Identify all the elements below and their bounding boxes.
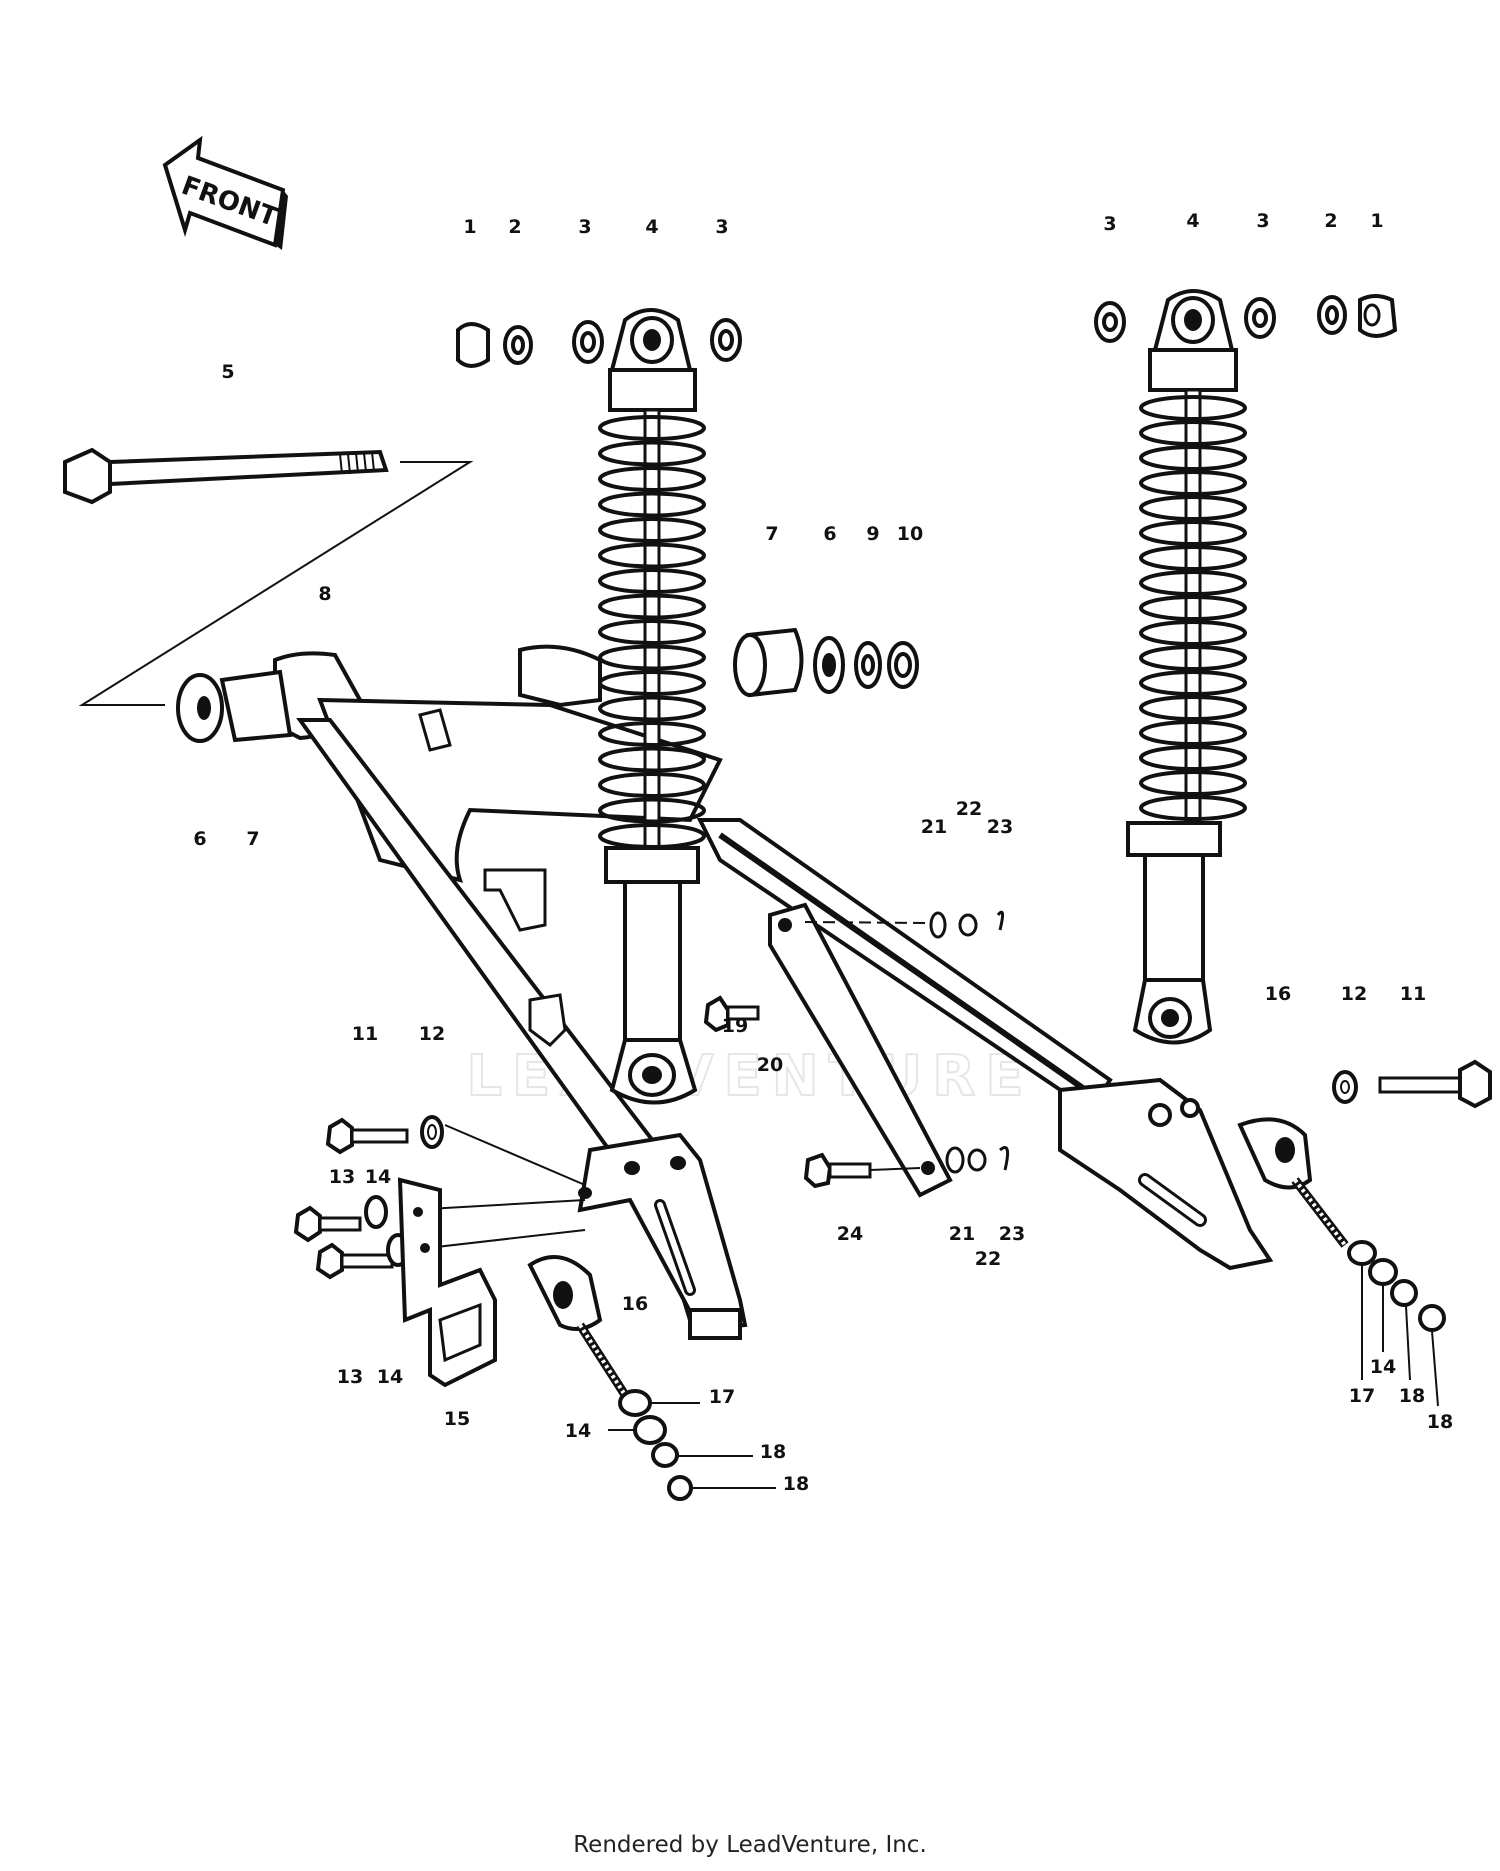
callout-c16b: 16	[1265, 983, 1291, 1005]
callout-c1b: 1	[1370, 210, 1383, 232]
spring-coil	[1139, 645, 1247, 671]
callout-c10: 10	[897, 523, 923, 545]
spring-coil	[1139, 395, 1247, 421]
spring-coil	[1139, 620, 1247, 646]
callout-c4a: 4	[645, 216, 658, 238]
callout-c7a: 7	[246, 828, 259, 850]
spring-coil	[598, 466, 706, 492]
callout-c17a: 17	[709, 1386, 735, 1408]
callout-c7b: 7	[765, 523, 778, 545]
callout-c6a: 6	[193, 828, 206, 850]
callout-c2b: 2	[1324, 210, 1337, 232]
spring-coil	[1139, 770, 1247, 796]
spring-coil	[1139, 795, 1247, 821]
footer-credit: Rendered by LeadVenture, Inc.	[573, 1832, 927, 1858]
callout-c23b: 23	[999, 1223, 1025, 1245]
callout-c5: 5	[221, 361, 234, 383]
callout-c14b: 14	[377, 1366, 403, 1388]
callout-c11b: 11	[1400, 983, 1426, 1005]
callout-c18d: 18	[1427, 1411, 1453, 1433]
torque-link	[703, 902, 1010, 1198]
spring-coil	[598, 670, 706, 696]
callout-c14a: 14	[365, 1166, 391, 1188]
spring-coil	[598, 797, 706, 824]
callout-c15: 15	[444, 1408, 470, 1430]
spring-coil	[598, 619, 706, 645]
callout-c6b: 6	[823, 523, 836, 545]
cap-nut-left	[456, 322, 490, 368]
spring-coil	[1139, 745, 1247, 771]
callout-c13b: 13	[337, 1366, 363, 1388]
callout-c20: 20	[757, 1054, 783, 1076]
callout-c4b: 4	[1186, 210, 1199, 232]
spring-coil	[598, 721, 706, 747]
callout-c22b: 22	[975, 1248, 1001, 1270]
callout-c8: 8	[318, 583, 331, 605]
callout-c2a: 2	[508, 216, 521, 238]
callout-c3c: 3	[1103, 213, 1116, 235]
spring-coil	[598, 746, 706, 773]
callout-c14d: 14	[1370, 1356, 1396, 1378]
right-shock-absorber	[1126, 289, 1247, 1045]
callout-c21b: 21	[949, 1223, 975, 1245]
spring-coil	[1139, 570, 1247, 596]
washer-parts	[503, 295, 1347, 365]
callout-c14c: 14	[565, 1420, 591, 1442]
callout-c16a: 16	[622, 1293, 648, 1315]
left-fasteners	[293, 1115, 586, 1388]
callout-c12b: 12	[1341, 983, 1367, 1005]
spring-coil	[598, 415, 706, 441]
spring-coil	[598, 542, 706, 569]
callout-c3a: 3	[578, 216, 591, 238]
callout-c24: 24	[837, 1223, 863, 1245]
spring-coil	[598, 644, 706, 671]
callout-c12a: 12	[419, 1023, 445, 1045]
callout-c9: 9	[866, 523, 879, 545]
callout-c23a: 23	[987, 816, 1013, 838]
right-axle-bolt	[1332, 1059, 1492, 1109]
callout-c22a: 22	[956, 798, 982, 820]
callout-c21a: 21	[921, 816, 947, 838]
spring-coil	[598, 440, 706, 467]
callout-c3b: 3	[715, 216, 728, 238]
spring-coil	[598, 568, 706, 594]
swingarm	[176, 644, 1274, 1340]
spring-coil	[1139, 420, 1247, 446]
left-chain-adjuster	[527, 1255, 776, 1501]
spring-coil	[1139, 695, 1247, 721]
callout-c17b: 17	[1349, 1385, 1375, 1407]
spring-coil	[598, 593, 706, 620]
spring-coil	[598, 491, 706, 518]
spring-coil	[1139, 495, 1247, 521]
right-chain-adjuster	[1237, 1117, 1446, 1407]
spring-coil	[1139, 720, 1247, 746]
spring-coil	[1139, 670, 1247, 696]
front-arrow-icon: FRONT	[162, 135, 288, 250]
callout-c18a: 18	[760, 1441, 786, 1463]
callout-c18b: 18	[783, 1473, 809, 1495]
callout-c3d: 3	[1256, 210, 1269, 232]
left-shock-absorber	[598, 308, 706, 1105]
spring-coil	[598, 772, 706, 798]
callout-c13a: 13	[329, 1166, 355, 1188]
spring-coil	[1139, 520, 1247, 546]
bushing-set	[733, 627, 919, 698]
spring-coil	[1139, 445, 1247, 471]
callout-c19: 19	[722, 1015, 748, 1037]
pivot-bolt	[63, 447, 389, 505]
spring-coil	[1139, 470, 1247, 496]
spring-coil	[1139, 545, 1247, 571]
callout-c11a: 11	[352, 1023, 378, 1045]
cap-nut-right	[1358, 294, 1398, 338]
spring-coil	[598, 695, 706, 722]
callout-c18c: 18	[1399, 1385, 1425, 1407]
spring-coil	[598, 517, 706, 543]
callout-c1a: 1	[463, 216, 476, 238]
spring-coil	[1139, 595, 1247, 621]
